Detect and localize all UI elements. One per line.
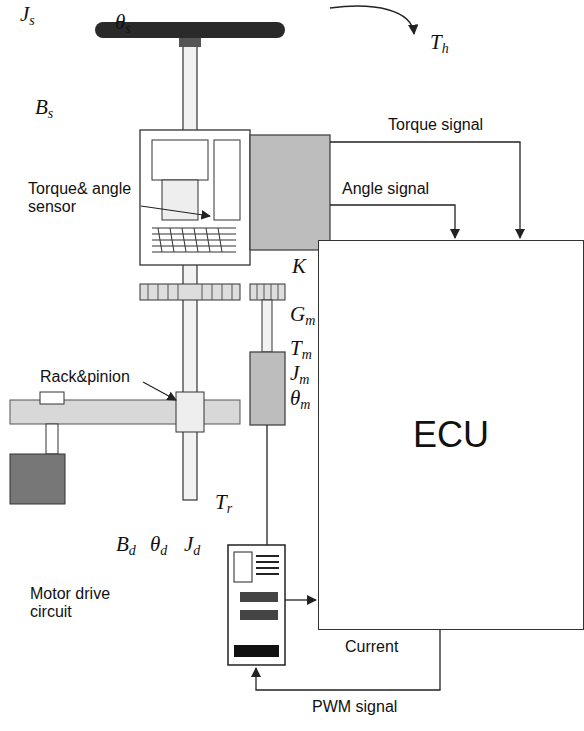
part-name: Motor drive circuit	[30, 585, 150, 622]
sensor-housing	[158, 228, 222, 252]
signal-name: Angle signal	[342, 180, 429, 198]
symbol-base: θ	[150, 532, 160, 556]
motor-drive-circuit	[234, 552, 252, 582]
symbol-base: T	[215, 490, 227, 514]
motor-drive-circuit	[234, 645, 279, 657]
assist-motor	[250, 352, 285, 425]
symbol-subscript: d	[129, 543, 136, 558]
symbol-base: G	[290, 302, 305, 326]
inertia-symbol: Jm	[290, 361, 309, 385]
signal-name: Torque signal	[388, 116, 483, 134]
torque-symbol: Tm	[290, 336, 312, 360]
angle-symbol: θd	[150, 532, 167, 556]
angle-symbol: θm	[290, 386, 310, 410]
motor-drive-circuit	[240, 610, 278, 620]
symbol-base: J	[290, 361, 299, 385]
symbol-base: B	[116, 532, 129, 556]
symbol-base: θ	[290, 386, 300, 410]
reduction-gear	[140, 284, 285, 352]
symbol-subscript: d	[160, 543, 167, 558]
sensor-housing	[152, 228, 236, 252]
signal-wire	[330, 205, 455, 238]
symbol-subscript: m	[305, 313, 315, 328]
torque-symbol: Tr	[215, 490, 232, 514]
signal-name: Current	[345, 638, 398, 656]
symbol-base: J	[184, 532, 193, 556]
symbol-subscript: m	[302, 347, 312, 362]
symbol-base: B	[35, 95, 48, 119]
rack-and-pinion	[143, 382, 176, 400]
torque-arrow	[330, 6, 414, 34]
motor-drive-circuit	[256, 556, 279, 574]
part-name: Rack&pinion	[40, 368, 130, 386]
rack-and-pinion	[40, 392, 64, 404]
angle-symbol: θs	[115, 10, 131, 34]
symbol-subscript: m	[299, 372, 309, 387]
symbol-subscript: m	[300, 397, 310, 412]
symbol-subscript: d	[193, 543, 200, 558]
sensor-box	[250, 135, 330, 250]
sensor-housing	[140, 130, 250, 265]
sensor-housing	[140, 130, 250, 265]
gear-symbol: Gm	[290, 302, 315, 326]
signal-name: PWM signal	[312, 698, 397, 716]
assist-motor	[250, 352, 285, 545]
symbol-base: T	[290, 336, 302, 360]
sensor-box	[250, 135, 330, 250]
symbol-base: T	[430, 30, 442, 54]
control-wire	[256, 630, 440, 690]
inertia-symbol: Jd	[184, 532, 200, 556]
steering-wheel	[179, 38, 201, 47]
damping-symbol: Bd	[116, 532, 136, 556]
sensor-housing	[214, 140, 240, 220]
symbol-subscript: r	[227, 501, 232, 516]
reduction-gear	[262, 300, 272, 352]
symbol-subscript: s	[29, 13, 34, 28]
symbol-subscript: h	[442, 41, 449, 56]
stiffness-symbol: K	[292, 254, 306, 278]
inertia-symbol: Js	[20, 2, 35, 26]
rack-and-pinion	[10, 382, 240, 504]
signal-wire	[330, 142, 520, 238]
motor-drive-circuit	[228, 545, 285, 665]
controller-box: ECU	[318, 240, 584, 630]
rack-and-pinion	[10, 454, 65, 504]
symbol-base: θ	[115, 10, 125, 34]
reduction-gear	[250, 284, 285, 300]
part-name: Torque& angle sensor	[28, 180, 140, 217]
symbol-base: J	[20, 2, 29, 26]
torque-arrow	[330, 6, 414, 34]
signal-wire	[330, 142, 520, 238]
reduction-gear	[148, 284, 232, 300]
rack-and-pinion	[46, 424, 58, 454]
box-label: ECU	[413, 414, 489, 456]
symbol-subscript: s	[125, 21, 130, 36]
motor-drive-circuit	[228, 545, 285, 665]
control-wire	[285, 599, 316, 600]
rack-and-pinion	[176, 392, 204, 432]
reduction-gear	[140, 284, 240, 300]
sensor-leader	[141, 206, 210, 216]
reduction-gear	[257, 284, 278, 300]
sensor-leader	[141, 206, 210, 216]
assist-motor	[266, 425, 267, 545]
torque-symbol: Th	[430, 30, 449, 54]
motor-drive-circuit	[240, 592, 278, 602]
damping-symbol: Bs	[35, 95, 53, 119]
sensor-housing	[152, 140, 208, 180]
symbol-subscript: s	[48, 106, 53, 121]
